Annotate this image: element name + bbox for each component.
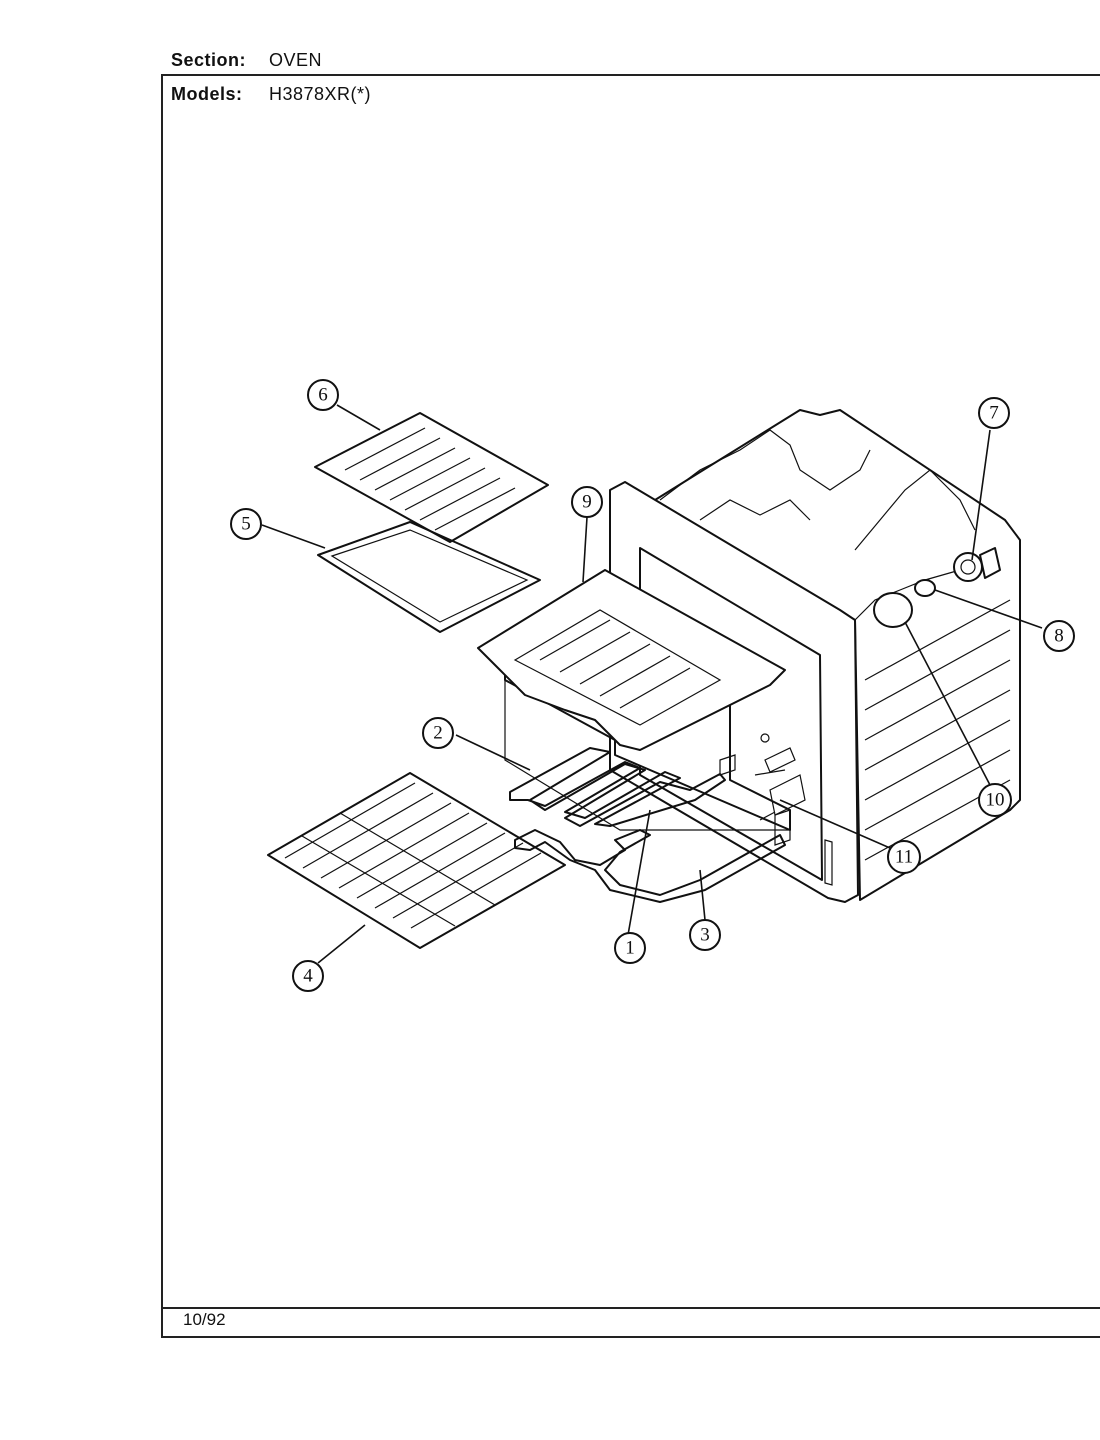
models-label: Models:: [171, 84, 243, 104]
callout-4: 4: [292, 960, 324, 992]
section-header: Section: OVEN: [171, 50, 322, 71]
leader-8: [934, 589, 1043, 629]
callout-9: 9: [571, 486, 603, 518]
oven-cavity-body: [654, 409, 1021, 901]
callout-3: 3: [689, 919, 721, 951]
footer-divider: [161, 1307, 1100, 1309]
callout-7: 7: [978, 397, 1010, 429]
oven-sensor: [759, 733, 806, 821]
section-label: Section:: [171, 50, 247, 70]
callout-8-label: 8: [1054, 626, 1064, 647]
callout-1: 1: [614, 932, 646, 964]
callout-7-label: 7: [989, 403, 999, 424]
oven-rack: [267, 772, 566, 949]
leader-7: [971, 429, 991, 561]
callout-9-label: 9: [582, 492, 592, 513]
terminal-block: [754, 747, 796, 776]
broil-pan: [317, 521, 541, 633]
leader-3: [699, 869, 706, 921]
callout-10: 10: [978, 783, 1012, 817]
callout-3-label: 3: [700, 925, 710, 946]
callout-2-label: 2: [433, 723, 443, 744]
leader-9: [582, 516, 588, 583]
broil-cover: [477, 569, 786, 751]
broil-element: [509, 747, 726, 827]
leader-1: [627, 809, 651, 936]
leader-11: [779, 799, 891, 849]
leader-10: [904, 621, 991, 786]
leader-5: [261, 524, 326, 549]
callout-6-label: 6: [318, 385, 328, 406]
callout-10-label: 10: [986, 790, 1005, 811]
leader-lines: [261, 404, 1043, 964]
callout-4-label: 4: [303, 966, 313, 987]
page-frame: [161, 74, 1100, 1338]
broil-pan-insert: [314, 412, 549, 543]
leader-2: [455, 734, 531, 771]
leader-6: [336, 404, 381, 431]
callout-11: 11: [887, 840, 921, 874]
section-value: OVEN: [269, 50, 323, 70]
models-value: H3878XR(*): [269, 84, 372, 104]
models-header: Models: H3878XR(*): [171, 84, 371, 105]
bake-element: [514, 829, 786, 903]
callout-5-label: 5: [241, 514, 251, 535]
footer-date: 10/92: [183, 1310, 226, 1329]
oven-light-assembly: [873, 547, 1001, 628]
callout-5: 5: [230, 508, 262, 540]
callout-2: 2: [422, 717, 454, 749]
leader-4: [317, 924, 366, 964]
callout-11-label: 11: [895, 847, 913, 868]
callout-8: 8: [1043, 620, 1075, 652]
callout-6: 6: [307, 379, 339, 411]
callout-1-label: 1: [625, 938, 635, 959]
